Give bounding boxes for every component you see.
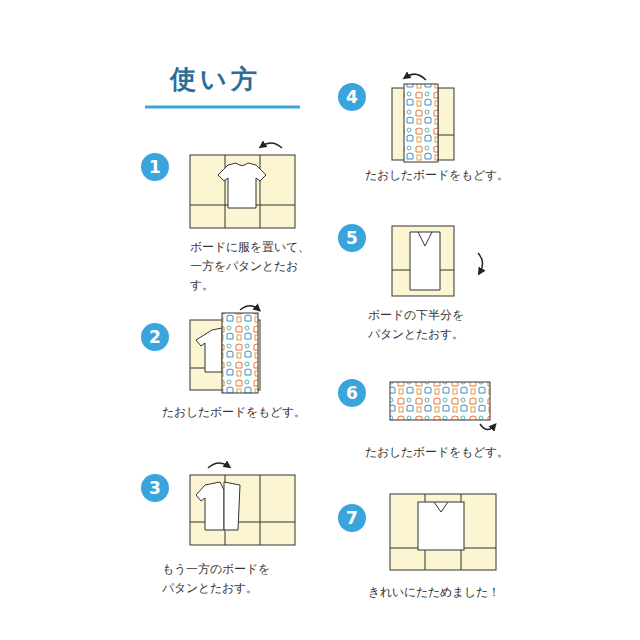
step-number-circle: 3 bbox=[141, 474, 169, 502]
step-caption: もう一方のボードを パタンとたおす。 bbox=[162, 560, 277, 598]
step-number-circle: 2 bbox=[141, 323, 169, 351]
step-number: 5 bbox=[346, 230, 358, 247]
step-caption: たおしたボードをもどす。 bbox=[365, 443, 509, 462]
step-caption: ボードに服を置いて、 一方をパタンとたおす。 bbox=[190, 238, 317, 295]
title: 使い方 bbox=[170, 62, 261, 97]
step-number-circle: 1 bbox=[141, 153, 169, 181]
step-number-circle: 7 bbox=[338, 504, 366, 532]
step-number: 6 bbox=[346, 385, 358, 402]
step-number: 1 bbox=[149, 159, 161, 176]
step-caption: たおしたボードをもどす。 bbox=[162, 403, 306, 422]
step-caption: たおしたボードをもどす。 bbox=[365, 166, 509, 185]
step-caption: ボードの下半分を パタンとたおす。 bbox=[368, 306, 471, 344]
step-number-circle: 6 bbox=[338, 379, 366, 407]
step-number-circle: 4 bbox=[338, 83, 366, 111]
step-number: 4 bbox=[346, 89, 358, 106]
step-number-circle: 5 bbox=[338, 224, 366, 252]
step-number: 7 bbox=[346, 510, 358, 527]
step-number: 2 bbox=[149, 329, 161, 346]
step-caption: きれいにたためました！ bbox=[368, 583, 500, 602]
step-number: 3 bbox=[149, 480, 161, 497]
